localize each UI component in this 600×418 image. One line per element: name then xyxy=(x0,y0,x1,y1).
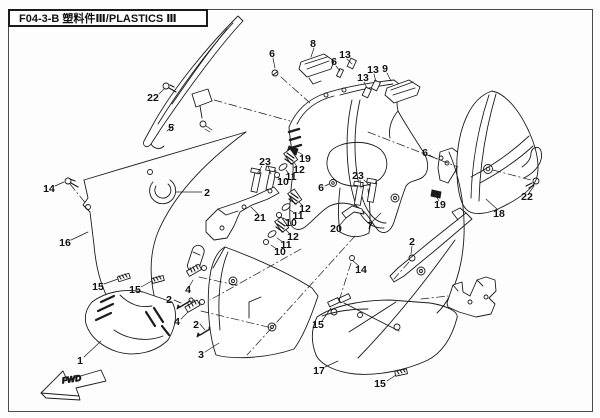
screw-22-right xyxy=(525,177,540,189)
mounting-bracket-lower-right xyxy=(446,276,497,318)
fwd-label: FWD xyxy=(61,373,82,386)
part-label-11: 11 xyxy=(280,239,291,251)
part-label-1: 1 xyxy=(77,355,83,367)
fastener-stack-2 xyxy=(275,188,303,219)
part-label-2: 2 xyxy=(193,319,199,331)
part-label-13: 13 xyxy=(357,72,369,84)
part-label-10: 10 xyxy=(274,246,286,258)
part-label-7: 7 xyxy=(367,220,373,232)
part-label-10: 10 xyxy=(277,176,289,188)
part-label-13: 13 xyxy=(367,64,379,76)
fastener-stack-1 xyxy=(273,148,299,179)
part-label-9: 9 xyxy=(382,63,388,75)
screws-15-left xyxy=(116,272,165,284)
part-label-8: 8 xyxy=(310,38,316,50)
part-label-11: 11 xyxy=(285,171,296,183)
part-5-windscreen xyxy=(143,15,244,149)
part-label-6: 6 xyxy=(318,182,324,194)
part-8-vent xyxy=(298,53,335,85)
part-label-15: 15 xyxy=(129,284,141,296)
part-label-6: 6 xyxy=(269,48,275,60)
part-label-4: 4 xyxy=(174,316,180,328)
part-label-22: 22 xyxy=(521,191,533,203)
part-label-20: 20 xyxy=(330,223,342,235)
part-label-5: 5 xyxy=(168,122,174,134)
part-label-16: 16 xyxy=(59,237,71,249)
part-label-2: 2 xyxy=(166,294,172,306)
part-label-15: 15 xyxy=(312,319,324,331)
rubber-pad xyxy=(187,244,205,273)
screw-14-bottom xyxy=(349,255,355,261)
nut-6-center xyxy=(329,179,337,187)
part-label-14: 14 xyxy=(355,264,367,276)
part-label-15: 15 xyxy=(92,281,104,293)
bolts-23-right xyxy=(353,177,378,206)
part-label-18: 18 xyxy=(493,208,505,220)
emblem-disc xyxy=(147,169,177,205)
part-label-12: 12 xyxy=(287,231,299,243)
part-9-vent xyxy=(384,79,421,104)
part-label-21: 21 xyxy=(254,212,266,224)
part-label-12: 12 xyxy=(293,164,305,176)
part-label-6: 6 xyxy=(331,56,337,68)
part-label-22: 22 xyxy=(147,92,159,104)
part-label-13: 13 xyxy=(339,49,351,61)
part-label-2: 2 xyxy=(409,236,415,248)
clip-19-right xyxy=(430,189,442,199)
fastener-stack-3 xyxy=(262,216,290,246)
page-border xyxy=(8,9,593,412)
screw-22-left xyxy=(162,82,177,93)
anchors-4-screws-2 xyxy=(176,263,214,338)
part-label-17: 17 xyxy=(313,365,325,377)
part-label-10: 10 xyxy=(285,217,297,229)
part-17-lower-panel xyxy=(311,255,458,377)
diagram-title: F04-3-B 塑料件Ⅲ/PLASTICS Ⅲ xyxy=(19,13,177,25)
part-label-14: 14 xyxy=(43,183,55,195)
part-3-panel xyxy=(207,246,319,359)
clip-6-top xyxy=(271,69,279,77)
side-trim-strip xyxy=(357,151,473,359)
screw-14-left xyxy=(64,177,79,188)
part-label-23: 23 xyxy=(352,170,364,182)
part-label-12: 12 xyxy=(299,203,311,215)
part-label-6: 6 xyxy=(422,147,428,159)
part-label-2: 2 xyxy=(204,187,210,199)
title-block: F04-3-B 塑料件Ⅲ/PLASTICS Ⅲ xyxy=(8,9,208,27)
centerlines xyxy=(69,76,532,356)
part-label-3: 3 xyxy=(198,349,204,361)
bracket-21 xyxy=(205,186,280,241)
fwd-direction-arrow: FWD xyxy=(40,369,107,401)
part-label-23: 23 xyxy=(259,156,271,168)
part-label-11: 11 xyxy=(292,210,303,222)
bracket-6-right xyxy=(430,147,461,199)
part-18-wind-deflector xyxy=(456,90,543,214)
part-label-4: 4 xyxy=(185,284,191,296)
bolts-23-left xyxy=(250,165,277,193)
part-label-15: 15 xyxy=(374,378,386,390)
part-label-19: 19 xyxy=(299,153,311,165)
part-label-19: 19 xyxy=(434,199,446,211)
part-1-front-panel xyxy=(84,290,176,355)
